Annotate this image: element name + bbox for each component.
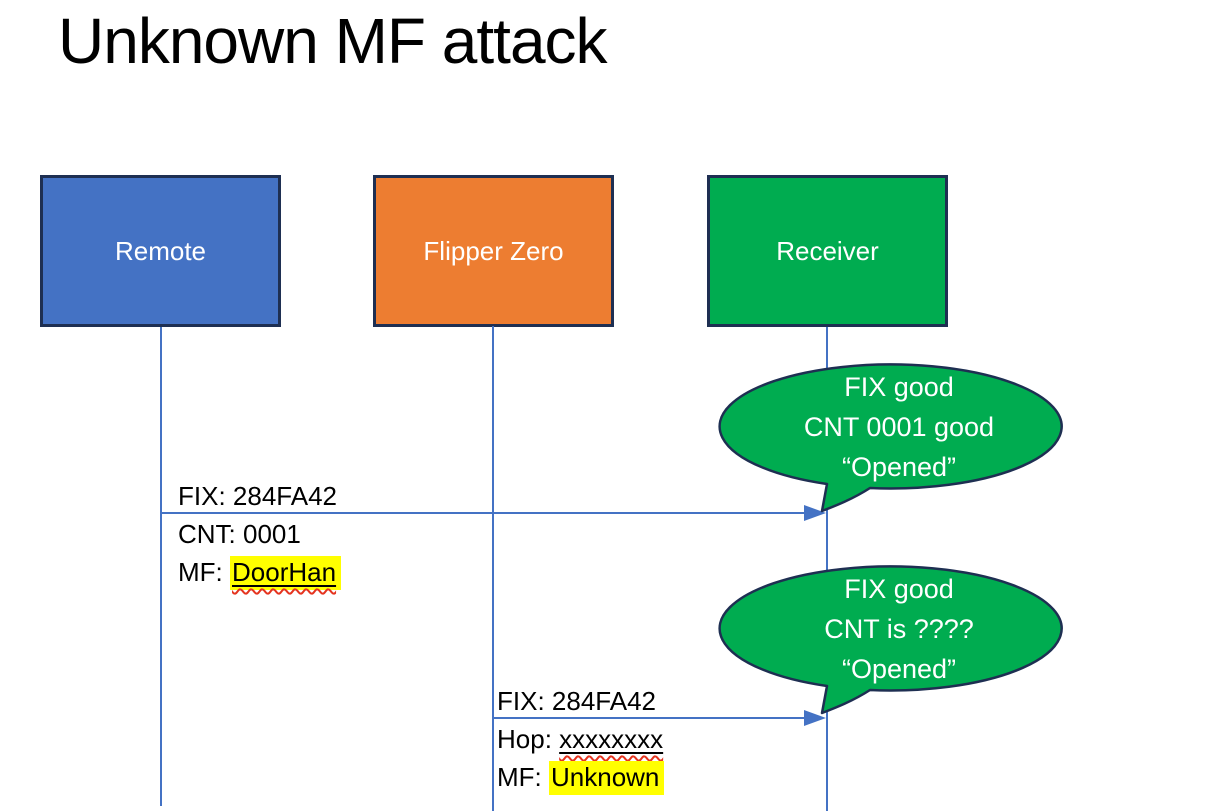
- message2-labels: FIX: 284FA42 Hop: xxxxxxxx MF: Unknown: [497, 682, 665, 796]
- speech-bubble-2-text: FIX good CNT is ???? “Opened”: [824, 574, 974, 684]
- squiggle-value: xxxxxxxx: [559, 724, 664, 754]
- message1-labels: FIX: 284FA42 CNT: 0001 MF: DoorHan: [178, 477, 342, 591]
- message2-line2: Hop: xxxxxxxx: [497, 724, 664, 754]
- message2-line3: MF: Unknown: [497, 758, 665, 796]
- message2-line1: FIX: 284FA42: [497, 686, 656, 716]
- highlighted-value: Unknown: [549, 761, 665, 795]
- page-title: Unknown MF attack: [58, 5, 608, 77]
- actor-label-flipper-zero: Flipper Zero: [423, 235, 564, 266]
- actor-box-remote: Remote: [40, 175, 281, 327]
- actor-label-receiver: Receiver: [776, 235, 879, 266]
- speech-bubble-2: [718, 565, 1063, 715]
- message1-line2: CNT: 0001: [178, 519, 301, 549]
- actor-label-remote: Remote: [114, 235, 207, 266]
- highlighted-value: DoorHan: [230, 556, 342, 590]
- lifeline-flipper-zero: [492, 326, 494, 811]
- speech-bubble-1: [718, 363, 1063, 513]
- lifeline-remote: [160, 327, 162, 806]
- message1-connector: [161, 512, 806, 514]
- arrow-head-icon: [804, 710, 826, 726]
- lifeline-receiver: [826, 327, 828, 811]
- message1-line3: MF: DoorHan: [178, 553, 342, 591]
- message2-connector: [493, 717, 806, 719]
- speech-bubble-1-text: FIX good CNT 0001 good “Opened”: [803, 372, 995, 482]
- message1-line1: FIX: 284FA42: [178, 481, 337, 511]
- actor-box-flipper-zero: Flipper Zero: [373, 175, 614, 327]
- arrow-head-icon: [804, 505, 826, 521]
- actor-box-receiver: Receiver: [707, 175, 948, 327]
